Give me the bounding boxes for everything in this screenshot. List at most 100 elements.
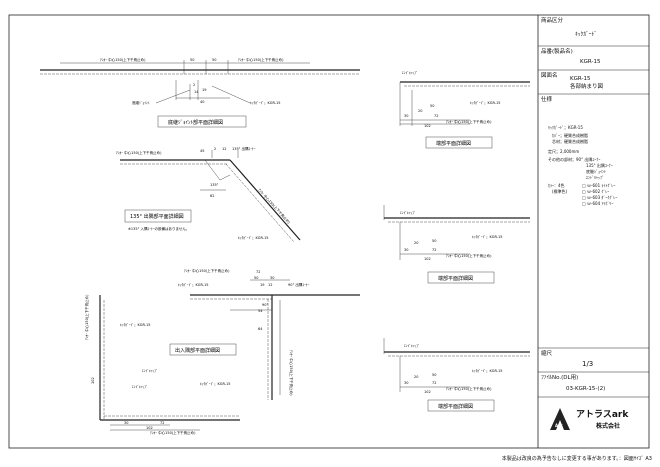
label-kick-guard-f: ｷｯｸｶﾞｰﾄﾞ；KGR-15	[178, 282, 209, 287]
dim-102-vert: 102	[91, 377, 95, 384]
dim-anchor-b: ｱﾝｶｰ 中心150(上下千鳥止め)	[446, 253, 492, 258]
file-value: 03-KGR-15-(2)	[566, 386, 606, 392]
dim-50b: 50	[212, 58, 216, 62]
spec-line2: ｶﾊﾞｰ；硬質合成樹脂	[552, 133, 588, 138]
label-corner-90: 90° 出隅ｺｰﾅｰ	[288, 282, 310, 287]
color-sub: (標準色)	[552, 189, 568, 194]
dim-30-b: 30	[404, 248, 408, 252]
scale-value: 1/3	[582, 360, 594, 368]
spec-line6: 135° 出隅ｺｰﾅｰ	[586, 163, 613, 168]
dim-30-bottom: 30	[124, 421, 128, 425]
title-inout-corner: 出入隅部平面詳細図	[175, 347, 220, 354]
title-butt-joint: 底継ｼﾞｮｲﾝﾄ部平面詳細図	[168, 119, 223, 126]
company-name: アトラスark	[576, 410, 629, 420]
corner-135-detail	[120, 150, 301, 243]
label-corner-135: 135° 出隅ｺｰﾅｰ	[232, 146, 256, 151]
end-detail-b	[383, 205, 530, 284]
dim-30-a: 30	[404, 114, 408, 118]
drawing-name-value1: KGR-15	[570, 76, 591, 82]
label-kick-guard-d: ｷｯｸｶﾞｰﾄﾞ；KGR-15	[472, 234, 503, 239]
color-label: ｶﾗｰ：4色	[548, 183, 565, 188]
dim-2-135: 2	[214, 147, 216, 151]
dim-anchor-135: ｱﾝｶｰ 中心150(上下千鳥止め)	[116, 150, 162, 155]
company-logo-icon	[550, 408, 570, 430]
scale-label: 縮尺	[541, 351, 553, 357]
dim-50-c: 50	[432, 373, 436, 377]
logo-text: Ark	[555, 423, 563, 428]
dim-19-top: 19	[260, 283, 264, 287]
dim-12-top: 12	[268, 283, 272, 287]
label-end-cap-a: ｴﾝﾄﾞｷｬｯﾌﾟ	[402, 70, 418, 75]
dim-anchor-vert-right: ｱﾝｶｰ 中心150(上下千鳥止め)	[289, 350, 294, 396]
outer-frame	[8, 14, 650, 449]
category-label: 商品区分	[541, 18, 564, 24]
dim-72-top: 72	[256, 270, 260, 274]
dim-anchor-a: ｱﾝｶｰ 中心150(上下千鳥止め)	[446, 119, 492, 124]
company-sub: 株式会社	[596, 423, 621, 430]
label-butt-joint: 底継ｼﾞｮｲﾝﾄ	[132, 100, 150, 105]
label-end-cap-e: ｴﾝﾄﾞｷｬｯﾌﾟ	[132, 384, 148, 389]
spec-label: 仕様	[541, 97, 553, 103]
dim-19: 19	[202, 88, 206, 92]
dim-102-bottom: 102	[146, 426, 153, 430]
dim-50-top: 50	[254, 276, 258, 280]
dim-12: 12	[222, 147, 226, 151]
footer-note: 本製品は改良の為予告なしに変更する事があります。：図面ｻｲｽﾞ A3	[501, 456, 652, 462]
dim-64: 64	[258, 327, 263, 331]
product-value: KGR-15	[580, 59, 601, 65]
inout-corner-detail	[99, 279, 360, 431]
spec-line1: ｷｯｸｶﾞｰﾄﾞ；KGR-15	[548, 125, 583, 130]
spec-line3: 芯材；硬質合成樹脂	[552, 139, 588, 144]
dim-135-angle: 135°	[210, 183, 219, 187]
dim-72-c: 72	[432, 381, 436, 385]
dim-90-angle: 90°	[262, 303, 268, 307]
label-kick-guard-e: ｷｯｸｶﾞｰﾄﾞ；KGR-15	[472, 368, 503, 373]
label-end-cap-b: ｴﾝﾄﾞｷｬｯﾌﾟ	[400, 210, 416, 215]
end-detail-c	[383, 338, 530, 412]
drawing-name-value2: 各部納まり図	[570, 84, 604, 90]
dim-anchor-bottom: ｱﾝｶｰ 中心150(上下千鳥止め)	[150, 430, 196, 435]
dim-50a: 50	[190, 58, 194, 62]
color-4: □ ｗ-604 ｱｲﾎﾞﾘｰ	[582, 201, 614, 206]
title-block-grid	[538, 45, 649, 398]
title-end-c: 端部平面詳細図	[438, 403, 473, 410]
dim-40: 40	[200, 100, 204, 104]
dim-anchor-c: ｱﾝｶｰ 中心150(上下千鳥止め)	[446, 386, 492, 391]
butt-joint-detail	[40, 60, 360, 128]
dim-102-b: 102	[424, 257, 431, 261]
label-kick-guard-a: ｷｯｸｶﾞｰﾄﾞ；KGR-15	[250, 100, 281, 105]
title-end-a: 端部平面詳細図	[436, 140, 471, 147]
dim-102-a: 102	[424, 124, 431, 128]
dim-anchor-right: ｱﾝｶｰ 中心150(上下千鳥止め)	[238, 57, 284, 62]
label-end-cap-c: ｴﾝﾄﾞｷｬｯﾌﾟ	[404, 343, 420, 348]
spec-line8: ｴﾝﾄﾞｷｬｯﾌﾟ	[586, 175, 604, 180]
label-kick-guard-bottom: ｷｯｸｶﾞｰﾄﾞ；KGR-15	[200, 381, 231, 386]
dim-54: 54	[258, 309, 263, 313]
dim-anchor-left: ｱﾝｶｰ 中心150(上下千鳥止め)	[100, 57, 146, 62]
dim-20-c: 20	[414, 375, 418, 379]
title-end-b: 端部平面詳細図	[438, 275, 473, 282]
end-detail-a	[399, 81, 530, 149]
dim-72-b: 72	[432, 248, 436, 252]
dim-2: 2	[193, 83, 195, 87]
dim-102-c: 102	[424, 390, 431, 394]
dim-72-bottom: 72	[160, 421, 164, 425]
spec-line4: 定尺；2,000mm	[548, 149, 580, 154]
label-kick-guard-b: ｷｯｸｶﾞｰﾄﾞ；KGR-15	[238, 235, 269, 240]
dim-50-b: 50	[432, 239, 436, 243]
category-value: ｷｯｸｶﾞｰﾄﾞ	[575, 32, 598, 38]
product-label: 品番(製品名)	[541, 49, 573, 55]
color-3: □ ｗ-603 ﾀﾞｰｸｸﾞﾚｰ	[582, 195, 618, 200]
dim-anchor-135-diag: ｱﾝｶｰ 中心150(上下千鳥止め)	[257, 187, 292, 225]
dim-14: 14	[194, 90, 199, 94]
title-corner-135: 135° 出隅部平面詳細図	[130, 213, 184, 220]
drawing-name-label: 図面名	[541, 73, 558, 79]
dim-anchor-vert-left: ｱﾝｶｰ 中心150(上下千鳥止め)	[84, 294, 89, 340]
file-label: ﾌｧｲﾙNo.(DL用)	[541, 375, 579, 381]
dim-anchor-bottom-top: ｱﾝｶｰ 中心150(上下千鳥止め)	[184, 268, 230, 273]
dim-20-b: 20	[414, 241, 418, 245]
dim-50-a: 50	[430, 104, 434, 108]
spec-line5: その他の部材；90° 出隅ｺｰﾅｰ	[548, 157, 601, 162]
dim-62: 62	[210, 194, 214, 198]
label-kick-guard-vert: ｷｯｸｶﾞｰﾄﾞ；KGR-15	[120, 322, 151, 327]
